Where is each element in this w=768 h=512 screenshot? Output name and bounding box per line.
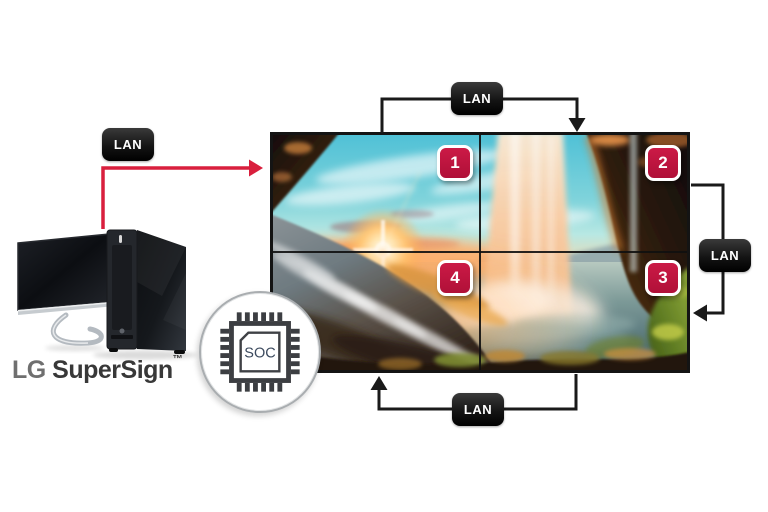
chip-pins bbox=[220, 312, 300, 392]
pc-monitor-tower-illustration bbox=[17, 229, 197, 360]
display-number: 1 bbox=[450, 153, 460, 172]
lan-label-display1-to-display2: LAN bbox=[451, 82, 503, 115]
lan-label-text: LAN bbox=[463, 402, 493, 417]
lan-label-server-to-wall: LAN bbox=[102, 128, 154, 161]
soc-chip-badge: SOC bbox=[199, 291, 321, 413]
supersign-product-text: SuperSign bbox=[52, 356, 173, 384]
display-1-badge: 1 bbox=[437, 145, 473, 181]
wall-frame bbox=[270, 132, 690, 373]
display-number: 4 bbox=[450, 268, 460, 287]
trademark-symbol: ™ bbox=[172, 354, 183, 365]
tower-icon bbox=[106, 229, 186, 354]
waterfall-photo bbox=[270, 132, 690, 373]
chip-die bbox=[239, 331, 281, 373]
lan-label-text: LAN bbox=[113, 137, 143, 152]
display-2-badge: 2 bbox=[645, 145, 681, 181]
display-3-badge: 3 bbox=[645, 260, 681, 296]
lg-logo-mark bbox=[119, 328, 125, 334]
soc-label: SOC bbox=[244, 345, 275, 361]
lan-label-text: LAN bbox=[462, 91, 492, 106]
monitor-icon bbox=[17, 233, 111, 346]
soc-chip-icon: SOC bbox=[220, 312, 300, 392]
display-number: 3 bbox=[658, 268, 668, 287]
lan-label-text: LAN bbox=[710, 248, 740, 263]
lg-brand-text: LG bbox=[12, 356, 46, 384]
lan-label-display3-to-display4: LAN bbox=[452, 393, 504, 426]
supersign-server: LG SuperSign™ bbox=[0, 218, 215, 398]
display-number: 2 bbox=[658, 153, 668, 172]
video-wall bbox=[270, 132, 690, 373]
lan-label-display2-to-display3: LAN bbox=[699, 239, 751, 272]
display-4-badge: 4 bbox=[437, 260, 473, 296]
supersign-caption: LG SuperSign™ bbox=[12, 354, 183, 385]
